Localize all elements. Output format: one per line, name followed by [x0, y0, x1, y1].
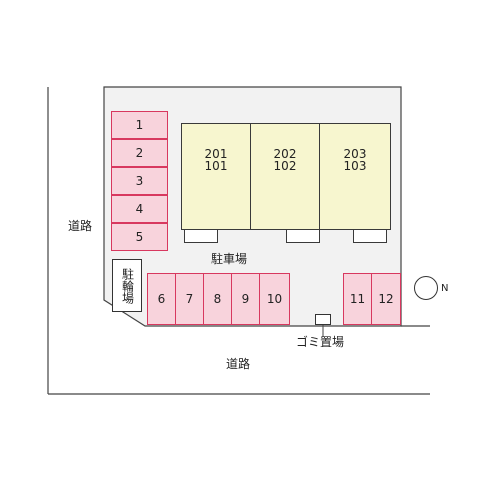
parking-space: 6	[147, 273, 176, 325]
road-west-label: 道路	[68, 219, 93, 233]
unit-number-upper: 202	[273, 147, 297, 161]
unit-number-lower: 102	[273, 159, 297, 173]
parking-space: 8	[203, 273, 232, 325]
parking-space: 7	[175, 273, 204, 325]
parking-space: 3	[111, 167, 168, 195]
entrance-step	[286, 229, 320, 243]
parking-space: 4	[111, 195, 168, 223]
parking-lot-label: 駐車場	[211, 252, 248, 266]
parking-space: 2	[111, 139, 168, 167]
unit-number-lower: 101	[204, 159, 228, 173]
parking-space: 12	[371, 273, 401, 325]
entrance-step	[184, 229, 218, 243]
unit-number-upper: 201	[204, 147, 228, 161]
parking-space: 5	[111, 223, 168, 251]
unit-number-upper: 203	[343, 147, 367, 161]
parking-space: 10	[259, 273, 290, 325]
unit-number-lower: 103	[343, 159, 367, 173]
garbage-area-label: ゴミ置場	[296, 335, 345, 349]
parking-space: 11	[343, 273, 372, 325]
parking-space: 9	[231, 273, 260, 325]
bicycle-parking-label: 駐輪場	[120, 267, 135, 304]
entrance-step	[353, 229, 387, 243]
parking-space: 1	[111, 111, 168, 139]
garbage-area	[315, 314, 331, 325]
bicycle-parking: 駐輪場	[112, 259, 142, 312]
compass-north-label: N	[441, 283, 449, 294]
road-south-label: 道路	[226, 357, 251, 371]
compass-icon	[414, 276, 438, 300]
